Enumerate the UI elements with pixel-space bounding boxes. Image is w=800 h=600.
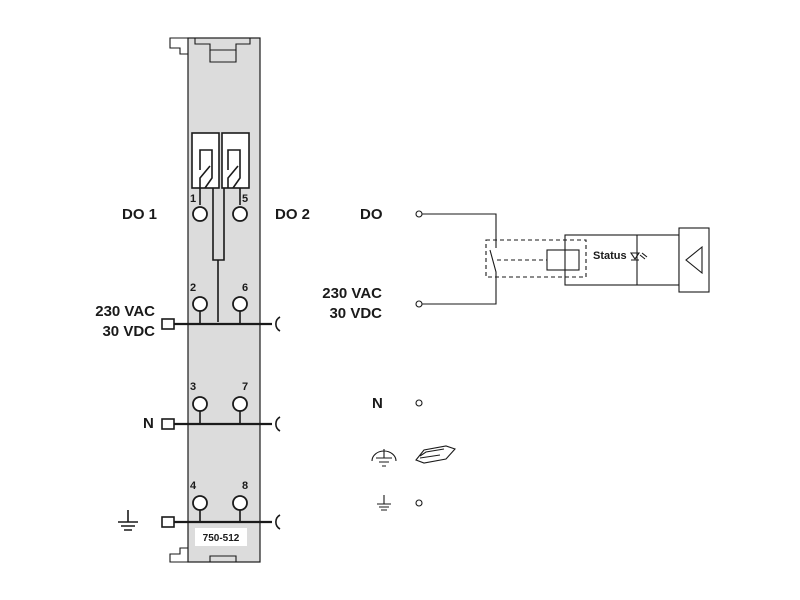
label-n-right: N xyxy=(372,395,383,412)
label-supply-right-2: 30 VDC xyxy=(329,305,382,322)
terminal-label-6: 6 xyxy=(242,282,248,294)
schematic-wire-supply xyxy=(422,278,497,305)
schematic-terminal-n xyxy=(415,399,423,407)
label-supply-left-2: 30 VDC xyxy=(102,323,155,340)
label-do2: DO 2 xyxy=(275,206,310,223)
din-rail-icon xyxy=(415,445,456,464)
bus-interface-icon xyxy=(685,245,703,275)
pin-leads-row3 xyxy=(199,411,241,424)
bus-interface-box xyxy=(678,227,710,293)
relay-contact-icon xyxy=(191,132,250,189)
terminal-label-4: 4 xyxy=(190,480,197,492)
ground-connector-right xyxy=(275,514,281,530)
pin-leads-row4 xyxy=(199,510,241,522)
relay-switch-icon xyxy=(489,244,497,278)
terminal-label-5: 5 xyxy=(242,193,248,205)
terminal-5[interactable] xyxy=(232,206,248,222)
ground-connector-left xyxy=(161,516,175,528)
terminal-7[interactable] xyxy=(232,396,248,412)
relay-boundary xyxy=(485,239,587,278)
terminal-6[interactable] xyxy=(232,296,248,312)
terminal-label-2: 2 xyxy=(190,282,196,294)
terminal-label-1: 1 xyxy=(190,193,196,205)
label-do: DO xyxy=(360,206,383,223)
terminal-8[interactable] xyxy=(232,495,248,511)
label-n-left: N xyxy=(143,415,154,432)
terminal-label-3: 3 xyxy=(190,381,196,393)
schematic-terminal-supply xyxy=(415,300,423,308)
model-number: 750-512 xyxy=(203,533,240,544)
terminal-label-8: 8 xyxy=(242,480,248,492)
neutral-connector-right xyxy=(275,416,281,432)
schematic-wire-do xyxy=(422,213,497,244)
supply-connector-left xyxy=(161,318,175,330)
terminal-4[interactable] xyxy=(192,495,208,511)
status-led-icon xyxy=(629,252,648,261)
relay-coil-icon xyxy=(546,249,580,271)
label-do1: DO 1 xyxy=(122,206,157,223)
supply-connector-right xyxy=(275,316,281,332)
pin-leads-row2 xyxy=(199,311,241,324)
terminal-3[interactable] xyxy=(192,396,208,412)
schematic-terminal-ground xyxy=(415,499,423,507)
label-supply-left-1: 230 VAC xyxy=(95,303,155,320)
protective-earth-icon xyxy=(371,449,397,467)
model-plate xyxy=(195,528,247,546)
ground-icon xyxy=(118,510,138,531)
schematic-terminal-do xyxy=(415,210,423,218)
terminal-2[interactable] xyxy=(192,296,208,312)
neutral-connector-left xyxy=(161,418,175,430)
label-supply-right-1: 230 VAC xyxy=(322,285,382,302)
terminal-label-7: 7 xyxy=(242,381,248,393)
ground-icon xyxy=(377,495,391,511)
terminal-1[interactable] xyxy=(192,206,208,222)
status-label: Status xyxy=(593,250,627,262)
